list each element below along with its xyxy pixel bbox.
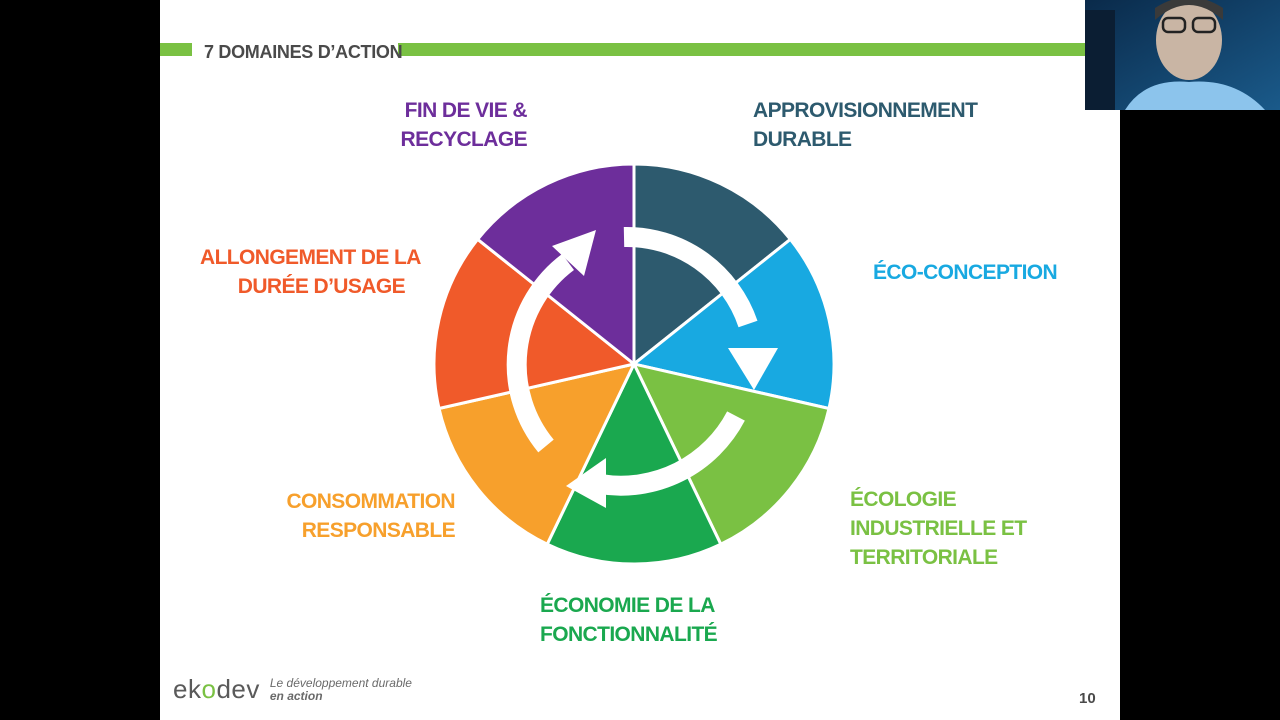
label-line: FIN DE VIE & <box>404 99 528 122</box>
domains-wheel <box>432 162 836 566</box>
title-bar-right <box>398 43 1120 56</box>
ekodev-logo: ekodev <box>173 674 260 705</box>
cycle-arrow-1 <box>623 226 758 328</box>
cycle-arrow-2 <box>598 411 745 496</box>
logo-part: o <box>201 674 217 704</box>
slide: 7 DOMAINES D’ACTION APPROVISIONNEMENT DU… <box>160 0 1120 720</box>
cycle-arrow-head-3 <box>552 230 596 276</box>
label-allongement: ALLONGEMENT DE LA DURÉE D’USAGE <box>200 243 421 301</box>
participant-avatar <box>1085 0 1280 110</box>
label-line: ÉCOLOGIE <box>850 488 957 511</box>
tagline-line: en action <box>269 688 323 703</box>
footer-logo: ekodev Le développement durable en actio… <box>173 674 412 705</box>
label-approvisionnement: APPROVISIONNEMENT DURABLE <box>753 96 978 154</box>
logo-part: ek <box>173 674 202 704</box>
page-number: 10 <box>1079 690 1096 707</box>
tagline-line: Le développement durable <box>269 675 412 690</box>
segment-allongement <box>432 237 638 411</box>
label-line: RESPONSABLE <box>301 519 456 542</box>
label-ecologie: ÉCOLOGIE INDUSTRIELLE ET TERRITORIALE <box>850 485 1027 572</box>
label-fin-de-vie: FIN DE VIE & RECYCLAGE <box>375 96 528 154</box>
cycle-arrow-3 <box>506 253 575 453</box>
wheel-segments <box>432 162 836 566</box>
label-line: ÉCO-CONCEPTION <box>873 261 1058 284</box>
label-line: FONCTIONNALITÉ <box>540 623 718 646</box>
webcam-thumbnail[interactable] <box>1085 0 1280 110</box>
label-line: DURABLE <box>753 128 852 151</box>
cycle-arrow-head-2 <box>566 458 606 508</box>
label-line: INDUSTRIELLE ET <box>850 517 1027 540</box>
cycle-arrows <box>506 226 778 508</box>
label-consommation: CONSOMMATION RESPONSABLE <box>280 487 455 545</box>
label-line: TERRITORIALE <box>850 546 998 569</box>
label-line: ALLONGEMENT DE LA <box>200 246 421 269</box>
label-line: DURÉE D’USAGE <box>237 275 406 298</box>
tagline: Le développement durable en action <box>269 675 412 703</box>
label-line: RECYCLAGE <box>400 128 528 151</box>
label-line: CONSOMMATION <box>286 490 455 513</box>
segment-consommation <box>437 361 637 547</box>
label-line: APPROVISIONNEMENT <box>753 99 978 122</box>
logo-part: dev <box>216 674 260 704</box>
title-bar-left <box>160 43 192 56</box>
label-eco-conception: ÉCO-CONCEPTION <box>873 258 1058 287</box>
cycle-arrow-head-1 <box>728 348 778 390</box>
segment-eco-conception <box>630 237 836 411</box>
segment-economie <box>545 360 723 566</box>
label-economie: ÉCONOMIE DE LA FONCTIONNALITÉ <box>540 591 718 649</box>
segment-ecologie <box>631 361 831 547</box>
label-line: ÉCONOMIE DE LA <box>540 594 715 617</box>
slide-title: 7 DOMAINES D’ACTION <box>204 42 403 62</box>
